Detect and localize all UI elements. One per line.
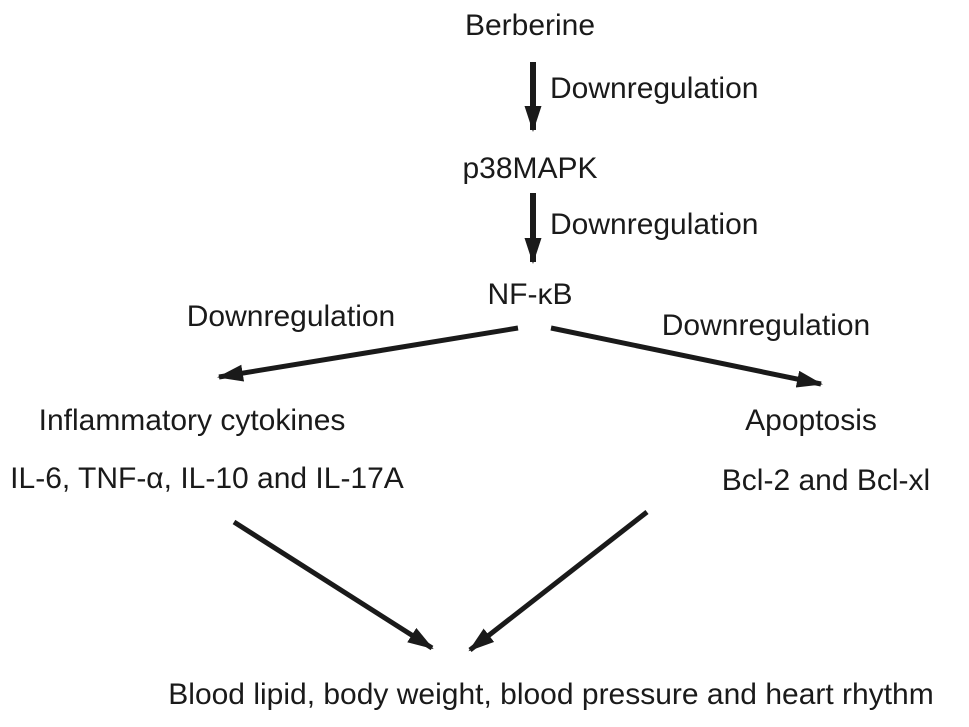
node-nfkb: NF-κB xyxy=(487,277,573,311)
edge-label-downregulation-right: Downregulation xyxy=(661,308,871,342)
edge-label-downregulation-mid: Downregulation xyxy=(550,207,759,241)
node-apoptosis-list: Bcl-2 and Bcl-xl xyxy=(721,463,931,497)
node-inflammatory-cytokines: Inflammatory cytokines xyxy=(38,403,346,437)
node-inflammatory-cytokines-list: IL-6, TNF-α, IL-10 and IL-17A xyxy=(10,461,404,495)
node-p38mapk: p38MAPK xyxy=(462,151,598,185)
node-outcome: Blood lipid, body weight, blood pressure… xyxy=(168,677,934,711)
edge-label-downregulation-left: Downregulation xyxy=(186,299,396,333)
arrow-nfkb-to-apoptosis xyxy=(550,325,823,388)
arrow-apoptosis-to-outcome xyxy=(468,510,649,652)
edge-label-downregulation-top: Downregulation xyxy=(550,71,759,105)
node-apoptosis: Apoptosis xyxy=(745,403,877,437)
arrow-nfkb-to-inflammatory xyxy=(217,325,519,382)
node-berberine: Berberine xyxy=(464,8,596,42)
arrow-inflammatory-to-outcome xyxy=(232,519,434,651)
